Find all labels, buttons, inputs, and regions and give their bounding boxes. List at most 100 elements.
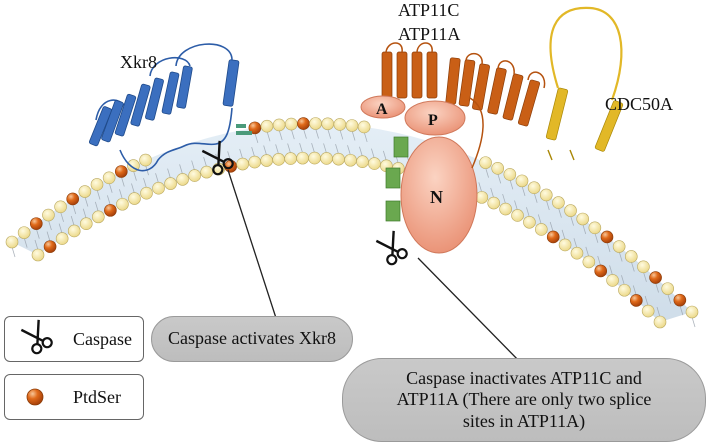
lipid-tail	[570, 215, 574, 226]
lipid-head	[102, 171, 116, 185]
scissors-icon	[20, 319, 53, 355]
lipid-head	[54, 200, 67, 214]
atp11-callout-line1: Caspase inactivates ATP11C and	[406, 367, 642, 388]
lipid-tail	[143, 178, 147, 189]
lipid-head	[90, 178, 104, 191]
lipid-head	[499, 202, 512, 216]
ptdser-lipid	[104, 204, 117, 217]
atp11-callout-line3: sites in ATP11A)	[462, 410, 586, 431]
ptdser-lipid	[248, 121, 262, 135]
lipid-tail	[656, 306, 661, 318]
lipid-tail	[34, 239, 39, 251]
xkr8-callout: Caspase activates Xkr8	[151, 316, 353, 362]
lipid-tail	[643, 271, 647, 282]
atp11-caspase-scissors-icon	[375, 230, 408, 266]
lipid-tail	[485, 167, 489, 178]
lipid-head	[272, 153, 285, 166]
lipid-tail	[609, 265, 613, 276]
lipid-head	[515, 174, 529, 188]
xkr8-pointer-line	[227, 169, 277, 319]
ptdser-lipid	[43, 240, 57, 253]
lipid-tail	[96, 189, 101, 200]
lipid-tail	[509, 179, 514, 190]
domain-a-label: A	[376, 101, 388, 118]
lipid-head	[487, 196, 501, 210]
lipid-head	[511, 209, 524, 222]
lipid-head	[368, 157, 381, 170]
lipid-tail	[644, 295, 649, 307]
lipid-head	[503, 168, 517, 181]
lipid-tail	[537, 214, 542, 225]
lipid-head	[332, 152, 345, 166]
lipid-tail	[526, 207, 530, 218]
ptdser-lipid	[629, 294, 643, 307]
lipid-head	[92, 210, 105, 224]
lipid-tail	[594, 232, 599, 243]
atp11c-label: ATP11C	[398, 0, 459, 20]
lipid-head	[42, 208, 55, 222]
lipid-tail	[23, 237, 28, 248]
lipid-tail	[11, 246, 16, 258]
legend-ptdser: PtdSer	[4, 374, 144, 420]
lipid-tail	[582, 223, 587, 235]
lipid-tail	[585, 246, 590, 258]
lipid-tail	[70, 215, 75, 227]
lipid-tail	[606, 241, 611, 253]
lipid-tail	[339, 129, 344, 140]
cdc50a-protein	[545, 6, 624, 161]
lipid-head	[552, 196, 565, 209]
lipid-tail	[315, 128, 319, 139]
xkr8-protein	[89, 43, 252, 172]
lipid-tail	[167, 168, 171, 179]
lipid-tail	[290, 128, 295, 140]
lipid-head	[356, 155, 369, 169]
lipid-tail	[266, 131, 271, 142]
lipid-tail	[155, 173, 159, 184]
lipid-head	[31, 248, 45, 262]
lipid-tail	[327, 128, 332, 139]
lipid-head	[523, 215, 536, 229]
lipid-tail	[335, 144, 339, 155]
lipid-tail	[299, 143, 304, 154]
lipid-tail	[84, 196, 89, 207]
lipid-tail	[558, 207, 562, 218]
lipid-tail	[275, 144, 280, 155]
lipid-head	[200, 165, 213, 179]
lipid-head	[570, 246, 584, 260]
lipid-head	[491, 162, 505, 175]
ptdser-lipid	[114, 165, 128, 178]
lipid-head	[357, 120, 371, 134]
lipid-tail	[35, 228, 40, 239]
lipid-head	[176, 173, 189, 186]
lipid-head	[576, 212, 590, 226]
legend-caspase-label: Caspase	[73, 328, 132, 349]
lipid-tail	[363, 131, 368, 143]
lipid-tail	[478, 182, 483, 193]
lipid-head	[333, 118, 347, 131]
lipid-head	[345, 119, 359, 132]
lipid-head	[539, 188, 553, 202]
lipid-tail	[239, 148, 244, 160]
lipid-head	[260, 154, 273, 167]
lipid-head	[139, 153, 152, 167]
ptdser-lipid	[594, 264, 608, 278]
ptdser-lipid	[649, 271, 662, 284]
lipid-head	[79, 217, 93, 231]
lipid-tail	[597, 255, 602, 267]
lipid-head	[588, 221, 602, 235]
lipid-tail	[359, 146, 363, 157]
lipid-head	[296, 151, 309, 165]
lipid-tail	[106, 195, 111, 206]
domain-n	[400, 136, 478, 254]
lipid-tail	[120, 176, 125, 187]
ptdser-dot-icon	[26, 388, 44, 406]
lipid-head	[17, 226, 31, 239]
lipid-head	[236, 157, 249, 171]
lipid-head	[661, 282, 675, 295]
lipid-tail	[691, 316, 696, 328]
lipid-tail	[347, 145, 351, 156]
lipid-tail	[48, 219, 52, 231]
legend-caspase: Caspase	[4, 316, 144, 362]
lipid-head	[606, 274, 619, 287]
lipid-head	[558, 238, 572, 252]
